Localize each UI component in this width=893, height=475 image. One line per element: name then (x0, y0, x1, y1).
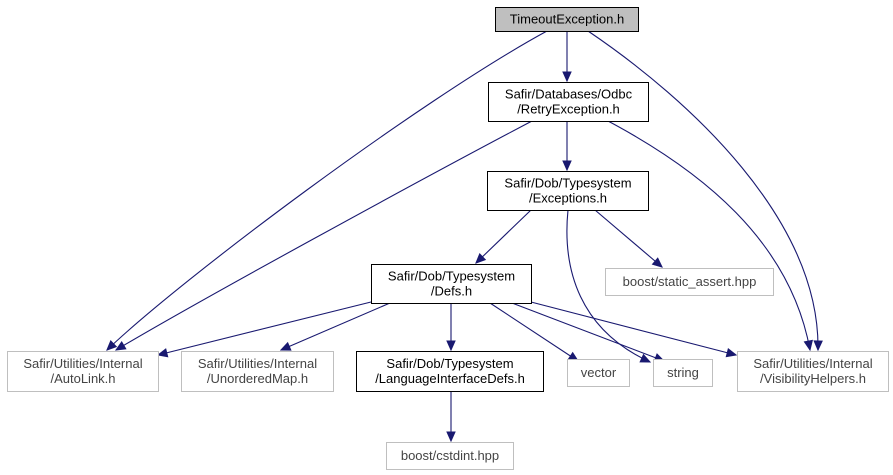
node-langif[interactable]: Safir/Dob/Typesystem/LanguageInterfaceDe… (356, 351, 544, 392)
node-label-line: Safir/Dob/Typesystem (388, 269, 515, 284)
node-label-line: Safir/Utilities/Internal (198, 356, 317, 371)
node-label-line: Safir/Dob/Typesystem (386, 356, 513, 371)
node-label-line: /AutoLink.h (50, 371, 115, 386)
edge-timeout-to-visibility (587, 30, 819, 351)
edge-arrowhead (106, 339, 118, 351)
node-label-line: /LanguageInterfaceDefs.h (375, 371, 525, 386)
edge-defs-to-vector (489, 302, 579, 362)
node-autolink: Safir/Utilities/Internal/AutoLink.h (7, 351, 159, 392)
node-box (7, 351, 159, 392)
edges-layer (106, 30, 823, 443)
edge-arrowhead (114, 341, 127, 351)
node-label-line: /RetryException.h (517, 102, 620, 117)
node-label-line: Safir/Utilities/Internal (753, 356, 872, 371)
edge-timeout-to-autolink (106, 30, 548, 351)
node-static_assert: boost/static_assert.hpp (605, 268, 774, 296)
node-retry[interactable]: Safir/Databases/Odbc/RetryException.h (488, 82, 649, 122)
node-label-line: Safir/Databases/Odbc (505, 87, 633, 102)
node-box (567, 359, 630, 387)
edge-defs-to-unordered (280, 302, 391, 351)
edge-defs-to-string (511, 302, 665, 362)
node-timeout[interactable]: TimeoutException.h (495, 7, 639, 32)
node-unordered: Safir/Utilities/Internal/UnorderedMap.h (181, 351, 334, 392)
edge-arrowhead (446, 431, 456, 443)
edge-arrowhead (562, 160, 572, 172)
node-label-line: /Defs.h (431, 284, 472, 299)
node-label-line: /Exceptions.h (529, 191, 607, 206)
edge-exceptions-to-string (566, 209, 651, 363)
edge-arrowhead (475, 252, 487, 264)
node-visibility: Safir/Utilities/Internal/VisibilityHelpe… (737, 351, 889, 392)
node-label-line: vector (581, 365, 617, 380)
edge-arrowhead (562, 71, 572, 83)
node-label-line: Safir/Utilities/Internal (23, 356, 142, 371)
edge-arrowhead (279, 341, 292, 351)
edge-arrowhead (156, 348, 169, 358)
edge-exceptions-to-static_assert (594, 209, 663, 268)
node-defs[interactable]: Safir/Dob/Typesystem/Defs.h (371, 264, 532, 304)
node-box (371, 264, 532, 304)
node-label-line: Safir/Dob/Typesystem (504, 176, 631, 191)
edge-defs-to-visibility (530, 301, 737, 356)
edge-defs-to-autolink (157, 301, 372, 356)
node-label-line: boost/static_assert.hpp (623, 274, 757, 289)
edge-exceptions-to-defs (475, 209, 532, 264)
node-label-line: /UnorderedMap.h (207, 371, 308, 386)
edge-arrowhead (725, 348, 738, 358)
edge-arrowhead (803, 339, 813, 352)
node-box (653, 359, 713, 387)
node-box (488, 82, 649, 122)
node-box (605, 268, 774, 296)
node-label-line: boost/cstdint.hpp (401, 448, 499, 463)
nodes-layer: TimeoutException.hSafir/Databases/Odbc/R… (7, 7, 889, 470)
node-cstdint: boost/cstdint.hpp (386, 442, 514, 470)
node-exceptions[interactable]: Safir/Dob/Typesystem/Exceptions.h (487, 171, 649, 211)
edge-retry-to-visibility (607, 120, 811, 351)
edge-arrowhead (639, 353, 652, 363)
node-string: string (653, 359, 713, 387)
node-box (737, 351, 889, 392)
edge-retry-to-autolink (115, 120, 533, 351)
node-label-line: /VisibilityHelpers.h (760, 371, 866, 386)
edge-arrowhead (446, 340, 456, 352)
node-box (181, 351, 334, 392)
node-box (487, 171, 649, 211)
edge-arrowhead (651, 257, 663, 268)
node-box (495, 7, 639, 32)
node-box (356, 351, 544, 392)
node-vector: vector (567, 359, 630, 387)
node-label-line: TimeoutException.h (510, 12, 624, 27)
edge-arrowhead (813, 340, 823, 352)
node-box (386, 442, 514, 470)
node-label-line: string (667, 365, 699, 380)
